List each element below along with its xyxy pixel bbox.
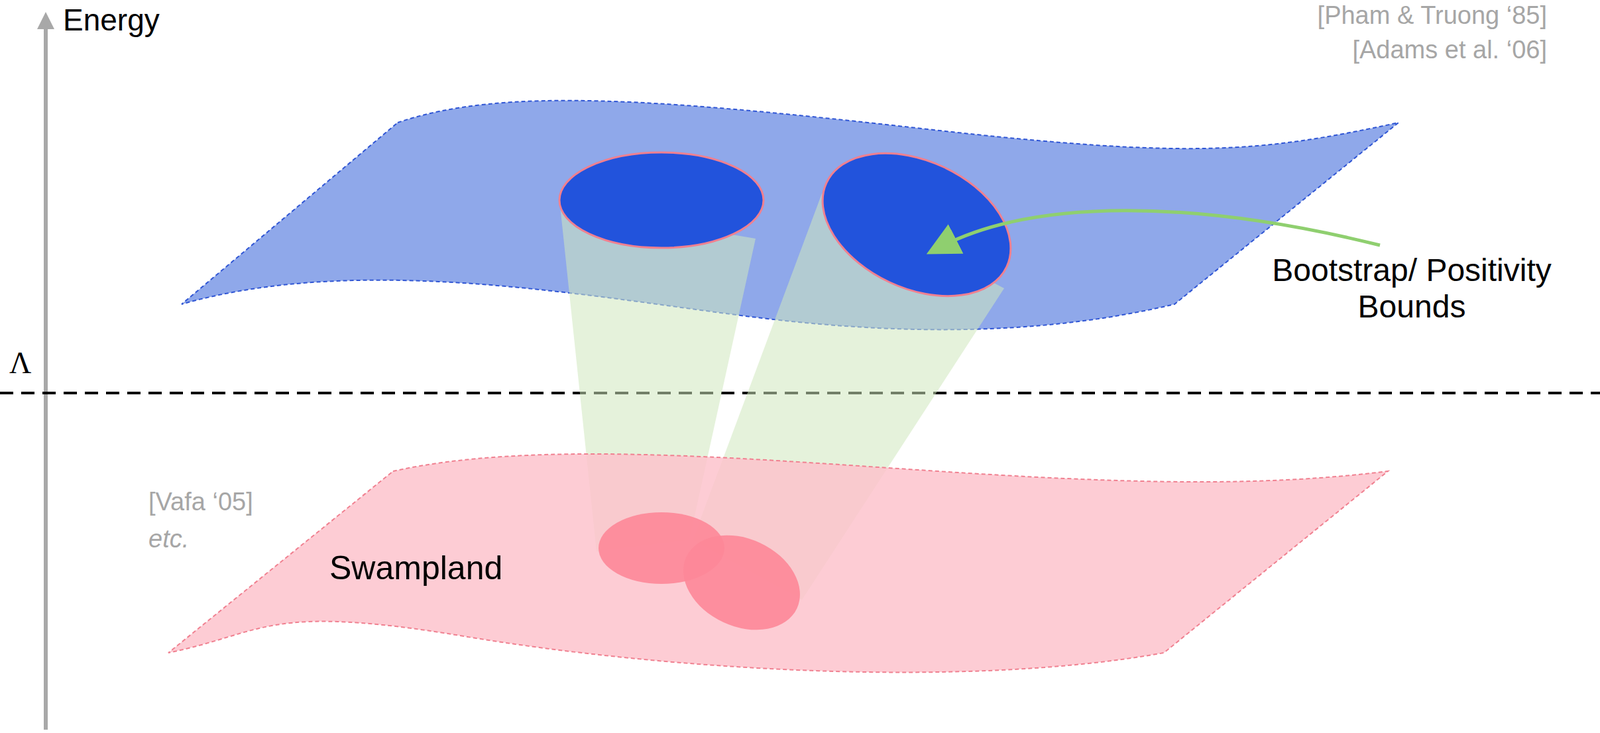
text-label: [Pham & Truong ‘85]: [1317, 1, 1547, 31]
axis-head: [37, 11, 55, 30]
swampland-sheet: Swampland: [165, 437, 1399, 703]
text-label: Energy: [62, 2, 160, 38]
text-label: etc.: [148, 524, 189, 555]
text-label: [Vafa ‘05]: [148, 487, 254, 517]
text-label: [Adams et al. ‘06]: [1352, 35, 1547, 65]
sheet-label: Swampland: [329, 548, 503, 588]
text-label: Bootstrap/ Positivity Bounds: [1252, 251, 1571, 325]
callout-arrow: [941, 210, 1380, 247]
allowed-region: [559, 152, 764, 248]
energy-axis: [43, 26, 48, 730]
text-label: Λ: [9, 345, 32, 382]
